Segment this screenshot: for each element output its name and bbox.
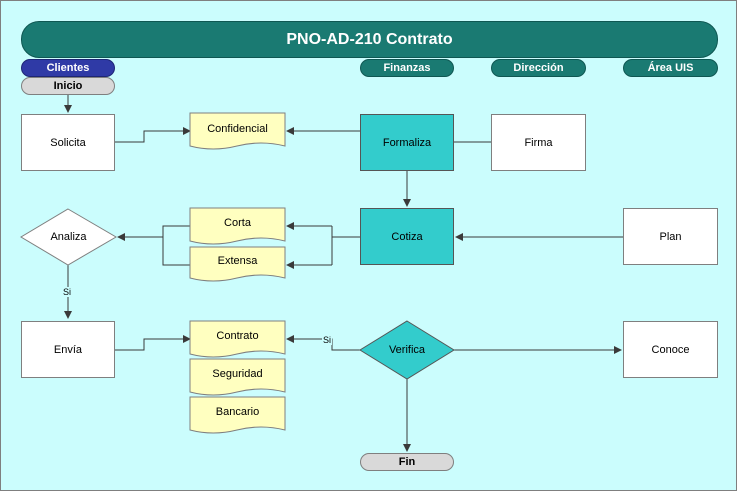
decision-verifica-shape <box>359 320 455 380</box>
connector-label-analiza-si: Si <box>62 287 73 297</box>
doc-bancario-shape <box>189 396 286 434</box>
doc-bancario-label: Bancario <box>215 406 260 418</box>
doc-confidencial-shape <box>189 112 286 150</box>
process-cotiza: Cotiza <box>360 208 454 265</box>
arrow-solicita-to-confidencial <box>115 127 191 143</box>
doc-seguridad-label: Seguridad <box>212 368 263 380</box>
doc-seguridad-shape <box>189 358 286 396</box>
lane-header-area-uis: Área UIS <box>623 59 718 77</box>
start-terminal: Inicio <box>21 77 115 95</box>
doc-extensa-label: Extensa <box>217 255 258 267</box>
process-plan: Plan <box>623 208 718 265</box>
lane-header-clientes: Clientes <box>21 59 115 77</box>
lane-header-direccion: Dirección <box>491 59 586 77</box>
line-corta-to-merge <box>162 225 190 266</box>
lane-header-finanzas: Finanzas <box>360 59 454 77</box>
connector-label-verifica-si: Si <box>322 335 333 345</box>
end-terminal: Fin <box>360 453 454 471</box>
process-formaliza: Formaliza <box>360 114 454 171</box>
arrow-branch-to-corta <box>287 226 333 265</box>
process-solicita: Solicita <box>21 114 115 171</box>
process-envia: Envía <box>21 321 115 378</box>
doc-corta-label: Corta <box>224 217 251 229</box>
doc-contrato-shape <box>189 320 286 358</box>
arrow-envia-to-contrato <box>115 335 191 351</box>
doc-corta-shape <box>189 207 286 245</box>
decision-analiza-label: Analiza <box>50 231 87 243</box>
process-conoce: Conoce <box>623 321 718 378</box>
doc-extensa-shape <box>189 246 286 282</box>
decision-verifica-label: Verifica <box>388 344 426 356</box>
doc-confidencial-label: Confidencial <box>207 123 268 135</box>
diagram-title: PNO-AD-210 Contrato <box>21 21 718 58</box>
doc-contrato-label: Contrato <box>216 330 259 342</box>
decision-analiza-shape <box>20 208 117 266</box>
process-firma: Firma <box>491 114 586 171</box>
